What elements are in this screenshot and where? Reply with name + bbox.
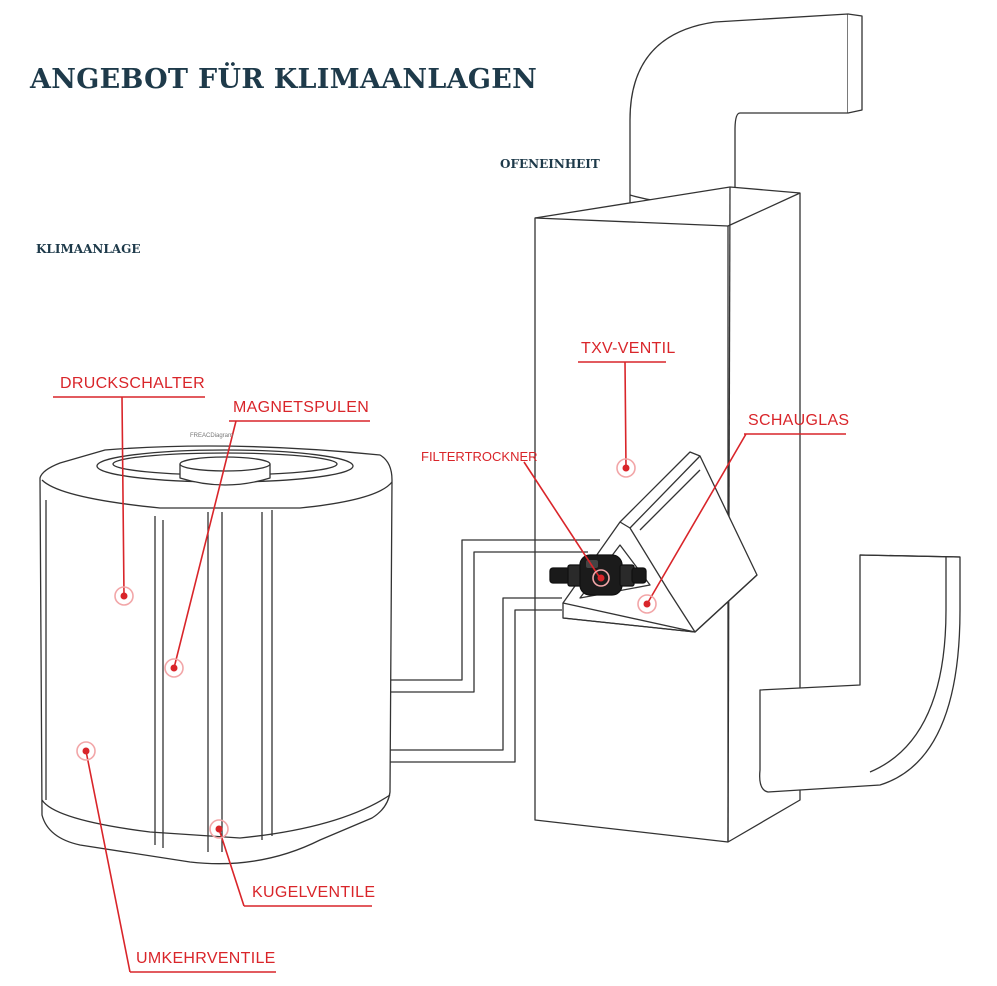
leader-filtertrockner	[523, 461, 601, 579]
ac-unit	[39, 445, 393, 865]
brand-label: FREACDiagram	[190, 433, 234, 439]
leader-umkehrventile	[85, 750, 276, 973]
air-conditioner-label: KLIMAANLAGE	[36, 242, 141, 256]
marker-umkehrventile	[76, 741, 96, 761]
furnace-unit-label: OFENEINHEIT	[500, 157, 600, 171]
callout-txv: TXV-VENTIL	[581, 340, 676, 357]
callout-umkehrventile: UMKEHRVENTILE	[136, 950, 276, 967]
page-title: ANGEBOT FÜR KLIMAANLAGEN	[30, 64, 538, 95]
marker-schauglas	[637, 594, 657, 614]
callout-markers	[76, 458, 657, 839]
leader-kugelventile	[218, 828, 372, 907]
return-duct	[759, 554, 961, 793]
marker-txv	[616, 458, 636, 478]
marker-druckschalter	[114, 586, 134, 606]
leader-schauglas	[646, 433, 846, 605]
leader-txv	[578, 361, 666, 469]
marker-filtertrockner	[592, 569, 610, 587]
marker-magnetspulen	[164, 658, 184, 678]
top-duct	[629, 13, 863, 215]
refrigerant-lines	[388, 539, 600, 763]
leader-magnetspulen	[173, 420, 370, 669]
callout-filtertrockner: FILTERTROCKNER	[421, 449, 538, 464]
callout-druckschalter: DRUCKSCHALTER	[60, 375, 205, 392]
leader-druckschalter	[53, 396, 205, 597]
callout-magnetspulen: MAGNETSPULEN	[233, 399, 370, 416]
callout-lines	[53, 361, 846, 973]
callout-kugelventile: KUGELVENTILE	[252, 884, 376, 901]
marker-kugelventile	[209, 819, 229, 839]
callout-schauglas: SCHAUGLAS	[748, 412, 850, 429]
